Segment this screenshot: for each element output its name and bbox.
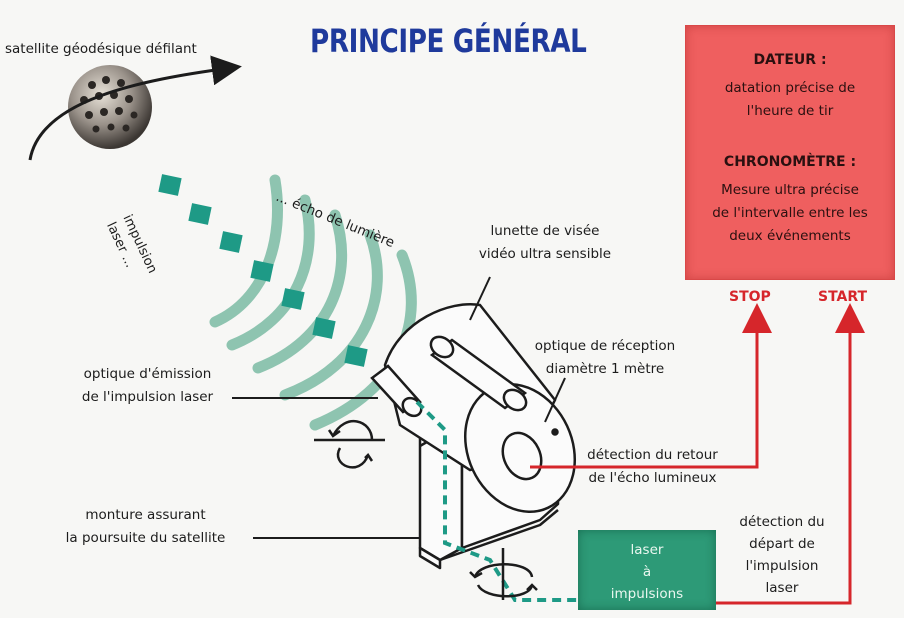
- satellite-label: satellite géodésique défilant: [5, 41, 197, 57]
- departure-label-line-3: l'impulsion: [745, 558, 819, 574]
- chrono-text-line-2: de l'intervalle entre les: [712, 205, 868, 221]
- leader-lines: [232, 276, 566, 539]
- scope-label-line-2: vidéo ultra sensible: [478, 246, 612, 262]
- rotation-axis-icon: [314, 419, 385, 469]
- satellite-icon: [68, 65, 152, 149]
- finder-scope: [429, 335, 528, 412]
- dater-text-line-2: l'heure de tir: [746, 103, 834, 119]
- clock-box: DATEUR : datation précise de l'heure de …: [685, 25, 895, 280]
- chrono-text-line-3: deux événements: [729, 228, 851, 244]
- chrono-title: CHRONOMÈTRE :: [723, 154, 857, 170]
- mount-label-line-1: monture assurant: [85, 507, 206, 523]
- stop-signal-line: [530, 303, 772, 469]
- satellite-trajectory-arrow: [28, 55, 242, 161]
- laser-box-line-2: à: [642, 564, 652, 580]
- start-label: START: [818, 289, 868, 305]
- dater-title: DATEUR :: [753, 52, 827, 68]
- chrono-text-line-1: Mesure ultra précise: [721, 182, 859, 198]
- start-signal-line: [716, 303, 865, 605]
- laser-box-line-1: laser: [630, 542, 664, 558]
- scope-label-line-1: lunette de visée: [490, 223, 600, 239]
- stop-label: STOP: [729, 289, 771, 305]
- page-title: PRINCIPE GÉNÉRAL: [310, 22, 587, 60]
- departure-label-line-1: détection du: [739, 514, 825, 530]
- dater-text-line-1: datation précise de: [724, 80, 856, 96]
- reception-label-line-1: optique de réception: [534, 338, 676, 354]
- departure-label-line-4: laser: [765, 580, 799, 596]
- laser-pulse-squares: [158, 174, 368, 367]
- mount-label-line-2: la poursuite du satellite: [65, 530, 226, 546]
- emission-label-line-1: optique d'émission: [83, 366, 212, 382]
- internal-laser-path: [415, 400, 580, 602]
- return-label-line-1: détection du retour: [587, 447, 718, 463]
- emission-label-line-2: de l'impulsion laser: [81, 389, 214, 405]
- departure-label-line-2: départ de: [749, 536, 815, 552]
- laser-box-line-3: impulsions: [610, 586, 684, 602]
- reception-label-line-2: diamètre 1 mètre: [545, 361, 665, 377]
- return-label-line-2: de l'écho lumineux: [588, 470, 717, 486]
- rotation-azimuth-icon: [469, 548, 538, 600]
- pulsed-laser-box: laser à impulsions: [578, 530, 716, 610]
